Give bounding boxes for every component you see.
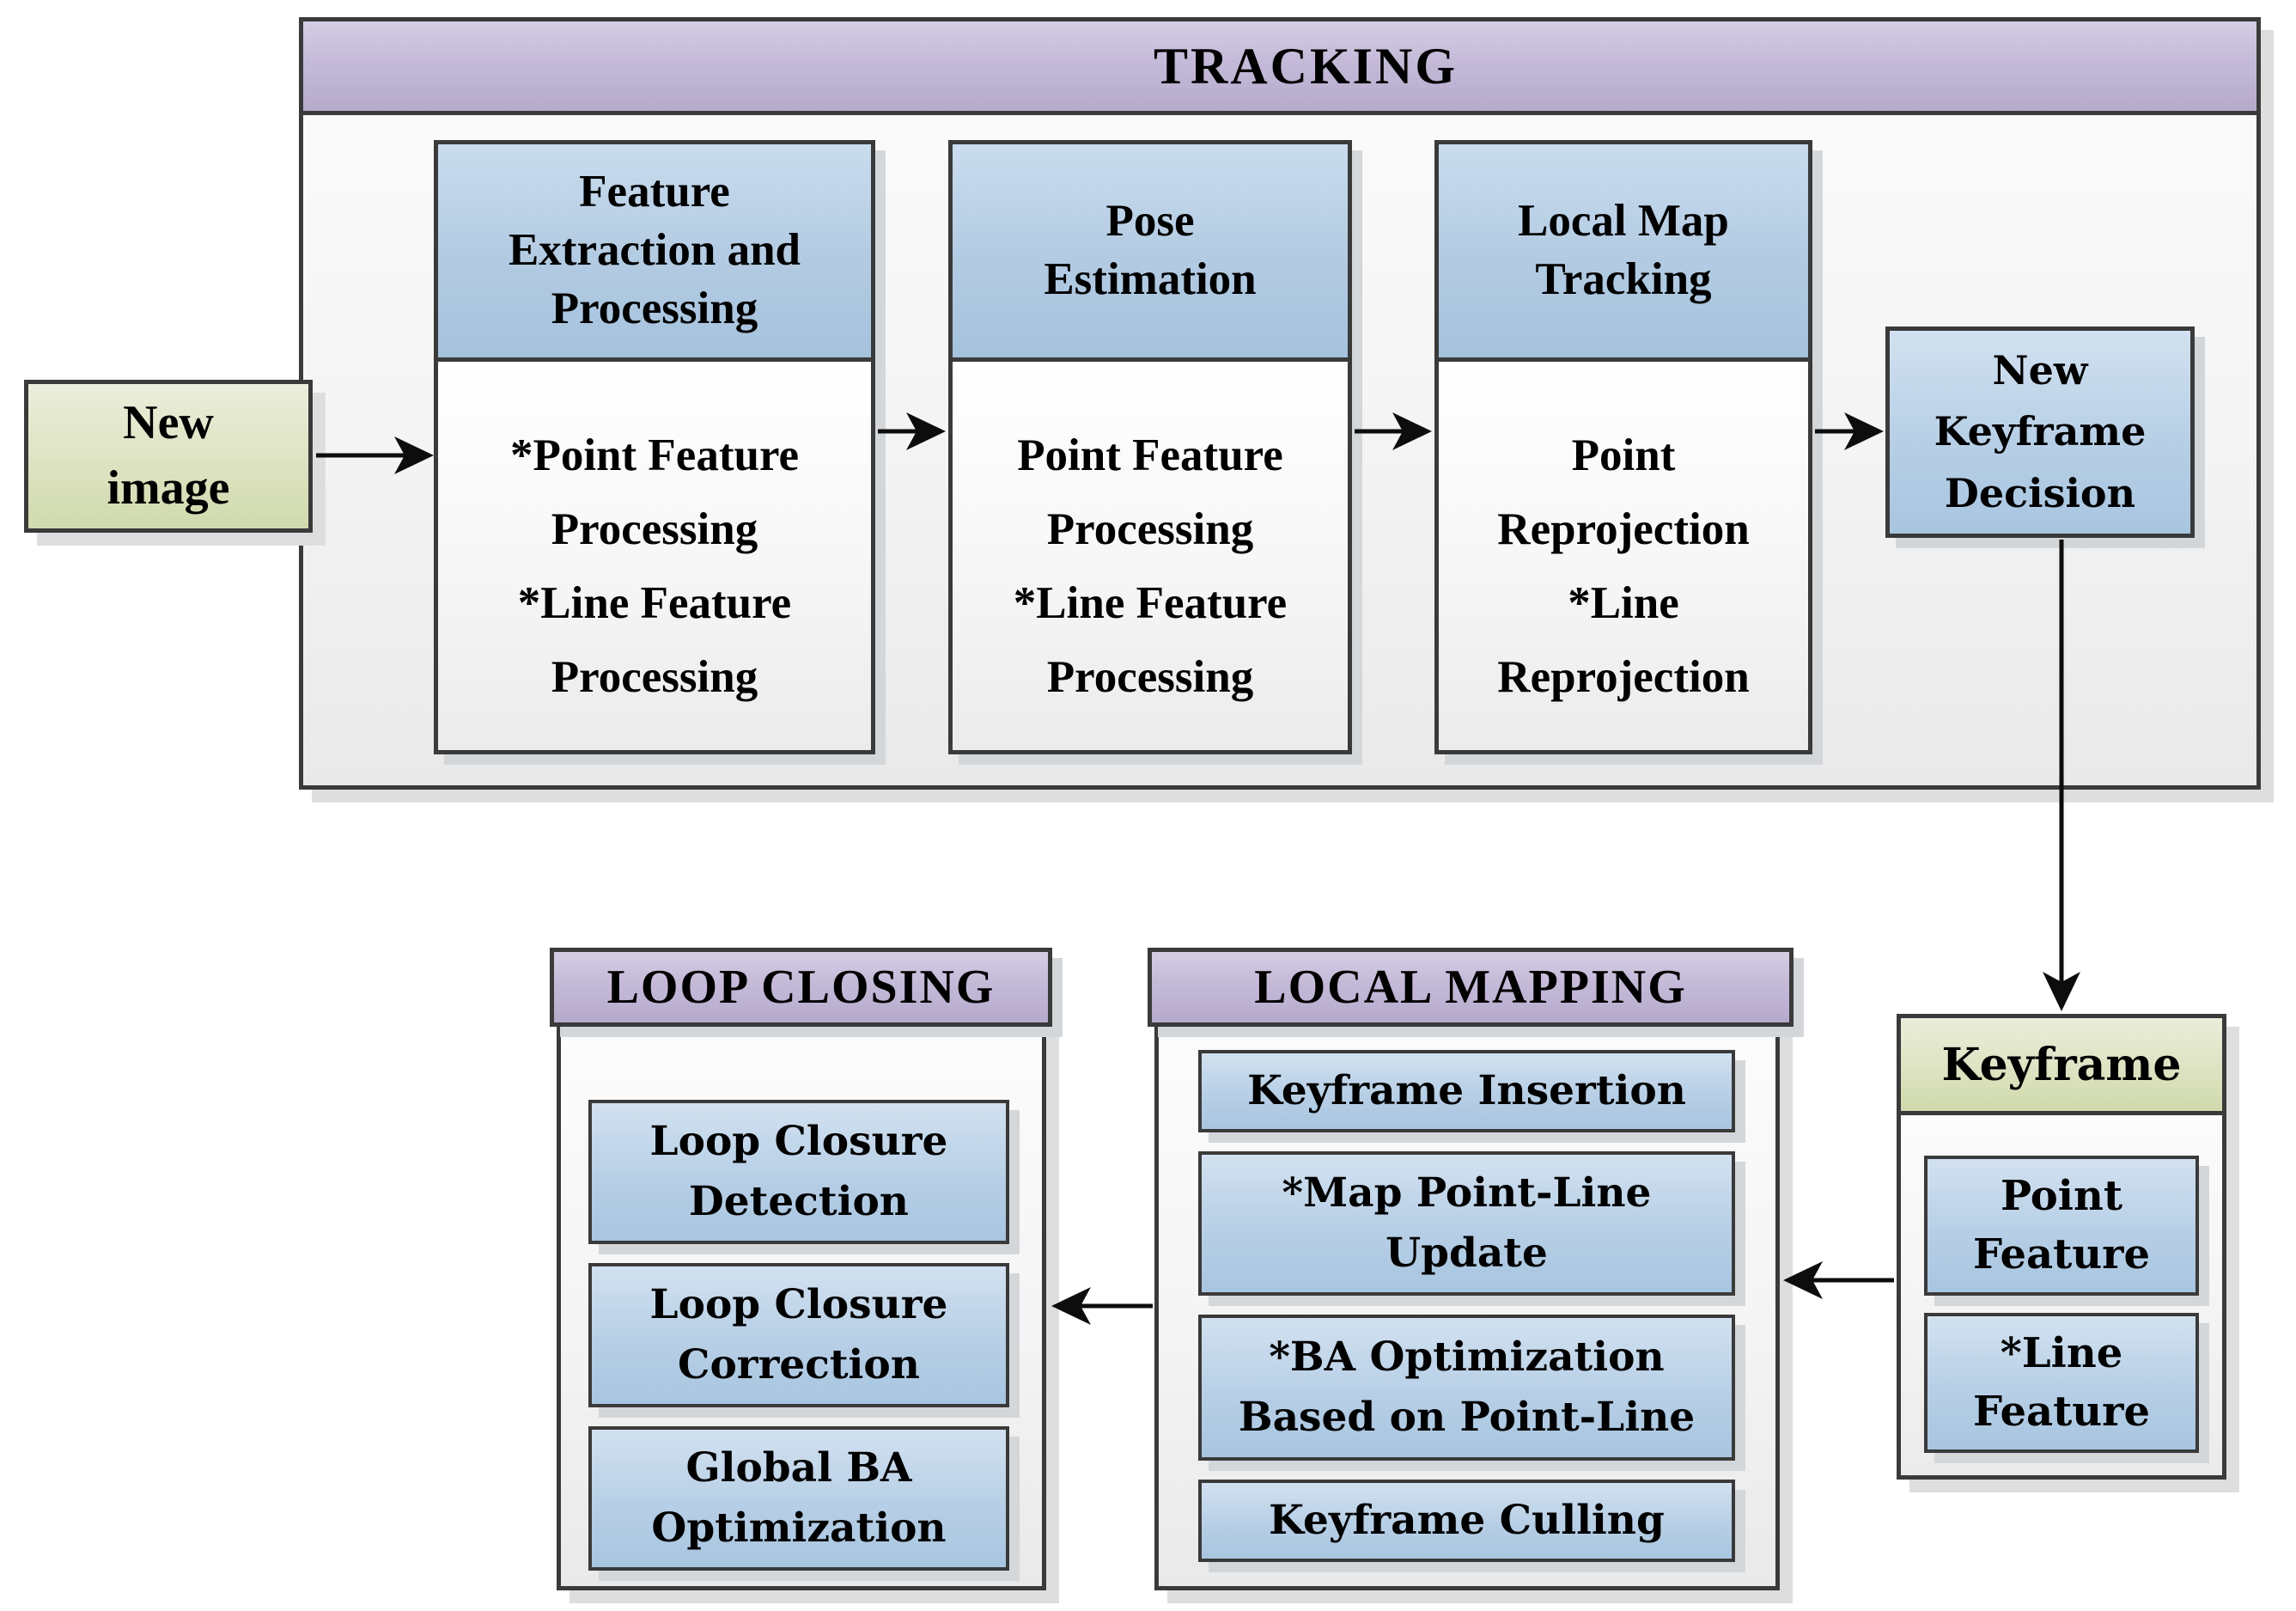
keyframe-culling-box: Keyframe Culling bbox=[1198, 1480, 1735, 1562]
map-point-line-update-box: *Map Point-Line Update bbox=[1198, 1151, 1735, 1296]
ba-optimization-label: *BA Optimization Based on Point-Line bbox=[1238, 1333, 1696, 1442]
ba-optimization-box: *BA Optimization Based on Point-Line bbox=[1198, 1315, 1735, 1461]
local-mapping-title: LOCAL MAPPING bbox=[1254, 961, 1687, 1014]
loop-closure-correction-label: Loop Closure Correction bbox=[649, 1280, 948, 1389]
feature-extraction-header: Feature Extraction and Processing bbox=[434, 140, 875, 362]
pose-estimation-header: Pose Estimation bbox=[948, 140, 1352, 362]
loop-closing-header: LOOP CLOSING bbox=[550, 948, 1052, 1027]
feature-extraction-body: *Point Feature Processing *Line Feature … bbox=[434, 357, 875, 754]
new-image-label: New image bbox=[107, 396, 230, 515]
keyframe-line-feature-label: *Line Feature bbox=[1973, 1329, 2150, 1436]
feature-extraction-title: Feature Extraction and Processing bbox=[508, 167, 801, 333]
keyframe-header: Keyframe bbox=[1897, 1014, 2226, 1115]
local-map-tracking-title: Local Map Tracking bbox=[1518, 196, 1729, 304]
keyframe-insertion-box: Keyframe Insertion bbox=[1198, 1050, 1735, 1132]
global-ba-optimization-label: Global BA Optimization bbox=[651, 1443, 947, 1553]
feature-extraction-steps: *Point Feature Processing *Line Feature … bbox=[509, 430, 800, 702]
local-map-tracking-header: Local Map Tracking bbox=[1434, 140, 1812, 362]
new-image-box: New image bbox=[24, 380, 313, 533]
arrow-keyframe-to-local-mapping bbox=[1783, 1261, 1894, 1299]
local-mapping-header: LOCAL MAPPING bbox=[1148, 948, 1794, 1027]
pose-estimation-steps: Point Feature Processing *Line Feature P… bbox=[1013, 430, 1288, 702]
loop-closure-detection-label: Loop Closure Detection bbox=[649, 1117, 948, 1226]
arrow-local-mapping-to-loop-closing bbox=[1051, 1287, 1153, 1325]
keyframe-insertion-label: Keyframe Insertion bbox=[1247, 1066, 1686, 1114]
loop-closing-title: LOOP CLOSING bbox=[606, 961, 996, 1014]
local-map-tracking-steps: Point Reprojection *Line Reprojection bbox=[1497, 430, 1750, 702]
map-point-line-update-label: *Map Point-Line Update bbox=[1282, 1169, 1652, 1278]
pose-estimation-body: Point Feature Processing *Line Feature P… bbox=[948, 357, 1352, 754]
pose-estimation-title: Pose Estimation bbox=[1044, 196, 1257, 304]
tracking-title: TRACKING bbox=[1153, 37, 1459, 95]
tracking-header: TRACKING bbox=[299, 17, 2261, 115]
loop-closure-detection-box: Loop Closure Detection bbox=[588, 1100, 1009, 1244]
new-keyframe-decision-label: New Keyframe Decision bbox=[1934, 347, 2147, 516]
keyframe-point-feature-box: Point Feature bbox=[1924, 1156, 2199, 1296]
loop-closure-correction-box: Loop Closure Correction bbox=[588, 1263, 1009, 1407]
new-keyframe-decision-box: New Keyframe Decision bbox=[1885, 326, 2195, 538]
keyframe-line-feature-box: *Line Feature bbox=[1924, 1313, 2199, 1453]
keyframe-culling-label: Keyframe Culling bbox=[1269, 1496, 1665, 1544]
keyframe-title: Keyframe bbox=[1941, 1038, 2182, 1091]
global-ba-optimization-box: Global BA Optimization bbox=[588, 1426, 1009, 1571]
local-map-tracking-body: Point Reprojection *Line Reprojection bbox=[1434, 357, 1812, 754]
keyframe-point-feature-label: Point Feature bbox=[1973, 1172, 2150, 1278]
